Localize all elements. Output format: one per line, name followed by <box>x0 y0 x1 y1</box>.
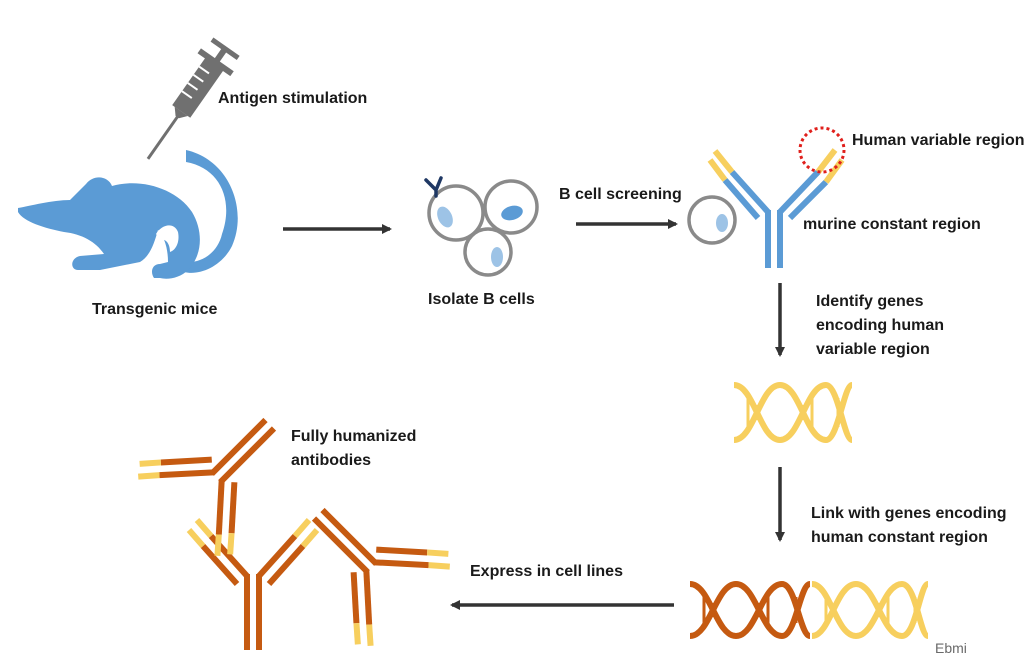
antibody-icon <box>311 507 450 646</box>
label-isolate-b-cells: Isolate B cells <box>428 291 535 308</box>
dna-icon <box>811 580 930 640</box>
label-b-cell-screening: B cell screening <box>559 186 682 203</box>
dna-icon <box>689 580 812 640</box>
antibody-icon <box>186 518 320 650</box>
mouse-ear-notch <box>156 225 179 252</box>
mouse-icon <box>18 150 238 279</box>
label-antigen-stimulation: Antigen stimulation <box>218 90 368 107</box>
label-link-genes: Link with genes encoding human constant … <box>811 505 1007 546</box>
b-cell-icon <box>463 227 513 277</box>
b-cell-icon <box>424 176 485 242</box>
label-murine-constant-region: murine constant region <box>803 216 981 233</box>
label-identify-genes: Identify genes encoding human variable r… <box>816 293 944 358</box>
label-fully-humanized: Fully humanized antibodies <box>291 428 417 469</box>
label-transgenic-mice: Transgenic mice <box>92 301 218 318</box>
label-human-variable-region: Human variable region <box>852 132 1025 149</box>
b-cell-icon <box>687 195 737 245</box>
watermark: Ebmi <box>935 640 967 656</box>
highlight-ring <box>798 126 846 174</box>
syringe-icon <box>146 37 240 160</box>
dna-icon <box>733 381 854 444</box>
b-cell-icon <box>483 179 539 235</box>
antibody-icon <box>138 417 277 556</box>
label-express-cell-lines: Express in cell lines <box>470 563 623 580</box>
